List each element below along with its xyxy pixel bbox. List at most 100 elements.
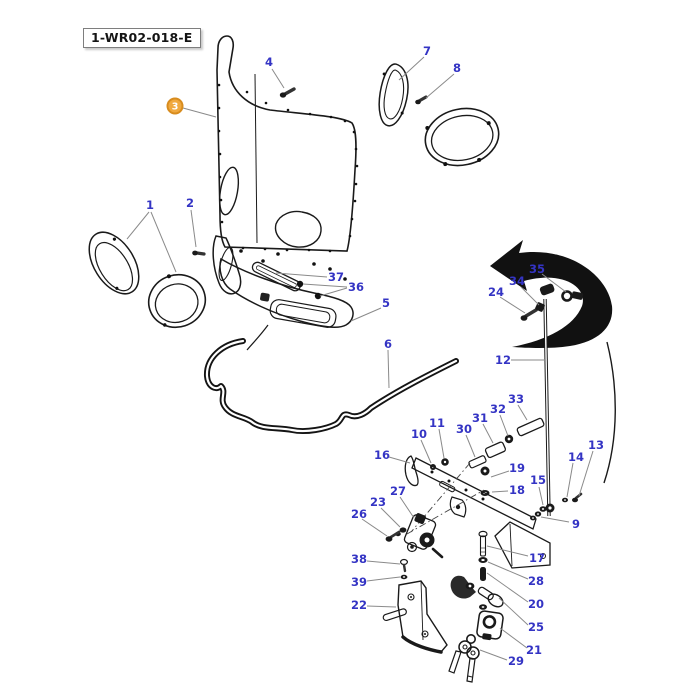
- leader-line-29: [479, 649, 508, 661]
- callout-4[interactable]: 4: [265, 55, 273, 69]
- bolt-part-4: [279, 87, 296, 98]
- spacer-part-31: [484, 441, 507, 459]
- leader-line-13: [578, 450, 594, 497]
- leader-line-5: [350, 307, 382, 322]
- callout-14[interactable]: 14: [568, 450, 584, 464]
- callout-2[interactable]: 2: [186, 196, 194, 210]
- front-bumper-panel-part: [212, 235, 354, 351]
- leader-line-38: [366, 560, 401, 565]
- callout-27[interactable]: 27: [390, 484, 406, 498]
- callout-7[interactable]: 7: [423, 44, 431, 58]
- keys-part-29: [448, 633, 480, 683]
- callout-30[interactable]: 30: [456, 422, 472, 436]
- washer-part-14: [562, 497, 568, 503]
- body-outline-arc: [603, 341, 616, 484]
- callout-29[interactable]: 29: [508, 654, 524, 668]
- callout-11[interactable]: 11: [429, 416, 445, 430]
- hood-fastener-dots: [217, 83, 359, 253]
- gasket-teardrop-part-7: [378, 63, 409, 127]
- diagram-code-label: 1-WR02-018-E: [83, 28, 201, 48]
- leader-line-39: [366, 576, 401, 582]
- callout-8[interactable]: 8: [453, 61, 461, 75]
- leader-line-3: [182, 107, 217, 118]
- callout-18[interactable]: 18: [509, 483, 525, 497]
- leader-line-37: [275, 272, 328, 278]
- leader-line-24: [499, 296, 526, 314]
- bolt-part-38: [400, 558, 409, 573]
- leader-line-34: [520, 286, 540, 306]
- leader-line-26: [361, 518, 388, 537]
- callout-13[interactable]: 13: [588, 438, 604, 452]
- bolt-part-2: [192, 250, 206, 256]
- clamp-part-35: [561, 290, 584, 302]
- leader-line-4: [271, 68, 285, 89]
- callout-38[interactable]: 38: [351, 552, 367, 566]
- callout-26[interactable]: 26: [351, 507, 367, 521]
- highlight-circle: [166, 97, 184, 115]
- lock-cylinder-part-21: [476, 610, 504, 641]
- callout-1[interactable]: 1: [146, 198, 154, 212]
- callout-39[interactable]: 39: [351, 575, 367, 589]
- callout-32[interactable]: 32: [490, 402, 506, 416]
- bolt-part-8: [415, 95, 428, 105]
- callout-37[interactable]: 37: [328, 270, 344, 284]
- leader-line-17: [486, 545, 529, 557]
- callout-31[interactable]: 31: [472, 411, 488, 425]
- leader-line-15: [538, 486, 544, 506]
- leader-line-30: [465, 434, 476, 458]
- leader-line-28: [487, 561, 529, 580]
- callout-19[interactable]: 19: [509, 461, 525, 475]
- callout-16[interactable]: 16: [374, 448, 390, 462]
- callout-24[interactable]: 24: [488, 285, 504, 299]
- callout-15[interactable]: 15: [530, 473, 546, 487]
- leader-line-14: [566, 462, 574, 498]
- leader-line-25: [498, 597, 529, 626]
- leader-line-31: [482, 423, 494, 444]
- callout-3-highlighted[interactable]: 3: [166, 97, 184, 115]
- nut-part-11-hole: [443, 460, 447, 464]
- callout-36[interactable]: 36: [348, 280, 364, 294]
- callout-34[interactable]: 34: [509, 274, 525, 288]
- callout-22[interactable]: 22: [351, 598, 367, 612]
- callout-21[interactable]: 21: [526, 643, 542, 657]
- headlamp-bezel-oval-part-1: [147, 273, 207, 329]
- leader-line-11: [438, 428, 445, 459]
- prop-rod-part-12: [539, 283, 555, 517]
- washer-part-39: [400, 574, 408, 580]
- leader-line-9: [540, 516, 570, 523]
- leader-line-33: [517, 404, 528, 421]
- pin-part-20: [480, 567, 486, 581]
- callout-12[interactable]: 12: [495, 353, 511, 367]
- support-bar-part-16: [404, 455, 551, 569]
- leader-line-18: [491, 490, 509, 493]
- bracket-part-22: [382, 580, 448, 654]
- callout-23[interactable]: 23: [370, 495, 386, 509]
- leader-line-27: [399, 496, 415, 519]
- callout-33[interactable]: 33: [508, 392, 524, 406]
- leader-line-10: [420, 439, 432, 464]
- leader-lines-layer: [126, 56, 594, 661]
- callout-17[interactable]: 17: [529, 551, 545, 565]
- leader-line-1-1: [126, 211, 150, 240]
- lamp-ring-oval-part: [424, 107, 500, 167]
- callout-25[interactable]: 25: [528, 620, 544, 634]
- latch-handle-part-25: [450, 575, 504, 610]
- leader-line-19: [490, 470, 510, 478]
- callout-5[interactable]: 5: [382, 296, 390, 310]
- callout-10[interactable]: 10: [411, 427, 427, 441]
- callout-6[interactable]: 6: [384, 337, 392, 351]
- callout-35[interactable]: 35: [529, 262, 545, 276]
- leader-line-16: [388, 456, 411, 464]
- nut-part-19-hole: [483, 469, 487, 473]
- callout-20[interactable]: 20: [528, 597, 544, 611]
- headlamp-bezel-teardrop-part-1: [88, 231, 140, 295]
- washers-part-15: [534, 506, 547, 517]
- callout-9[interactable]: 9: [572, 517, 580, 531]
- spacer-part-30: [468, 455, 487, 469]
- leader-line-32: [499, 414, 509, 437]
- leader-line-2: [190, 209, 197, 248]
- callout-28[interactable]: 28: [528, 574, 544, 588]
